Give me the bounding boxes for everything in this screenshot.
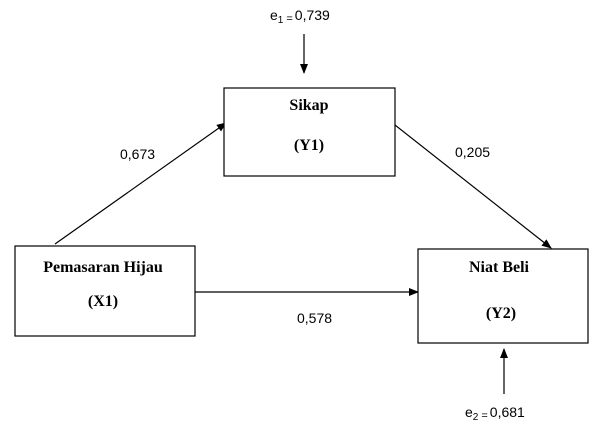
coef-x1-y2: 0,578: [297, 310, 332, 326]
error-e1-value: 0,739: [295, 7, 330, 23]
error-e1-sub: 1: [278, 15, 284, 26]
arrow-sikap-to-niat: [394, 124, 552, 249]
error-e2-eq: =: [481, 410, 487, 422]
error-e2-value: 0,681: [490, 404, 525, 420]
node-pemasaran-hijau: Pemasaran Hijau (X1): [14, 245, 196, 337]
error-e1-symbol: e: [270, 7, 278, 23]
node-sikap-code: (Y1): [294, 137, 324, 154]
error-e2-symbol: e: [465, 404, 473, 420]
node-niat-name: Niat Beli: [469, 259, 530, 276]
error-e1: e1=0,739: [270, 7, 330, 26]
node-pemasaran-name: Pemasaran Hijau: [43, 259, 163, 276]
error-e2: e2=0,681: [465, 404, 525, 423]
node-pemasaran-code: (X1): [88, 293, 118, 310]
coef-y1-y2: 0,205: [455, 144, 490, 160]
error-e2-sub: 2: [473, 412, 479, 423]
error-e1-eq: =: [286, 13, 292, 25]
node-niat-code: (Y2): [486, 305, 516, 322]
arrow-pemasaran-to-sikap: [54, 122, 227, 245]
node-sikap-name: Sikap: [289, 97, 328, 114]
coef-x1-y1: 0,673: [120, 146, 155, 162]
node-sikap: Sikap (Y1): [223, 87, 396, 177]
node-niat-beli: Niat Beli (Y2): [417, 248, 589, 344]
